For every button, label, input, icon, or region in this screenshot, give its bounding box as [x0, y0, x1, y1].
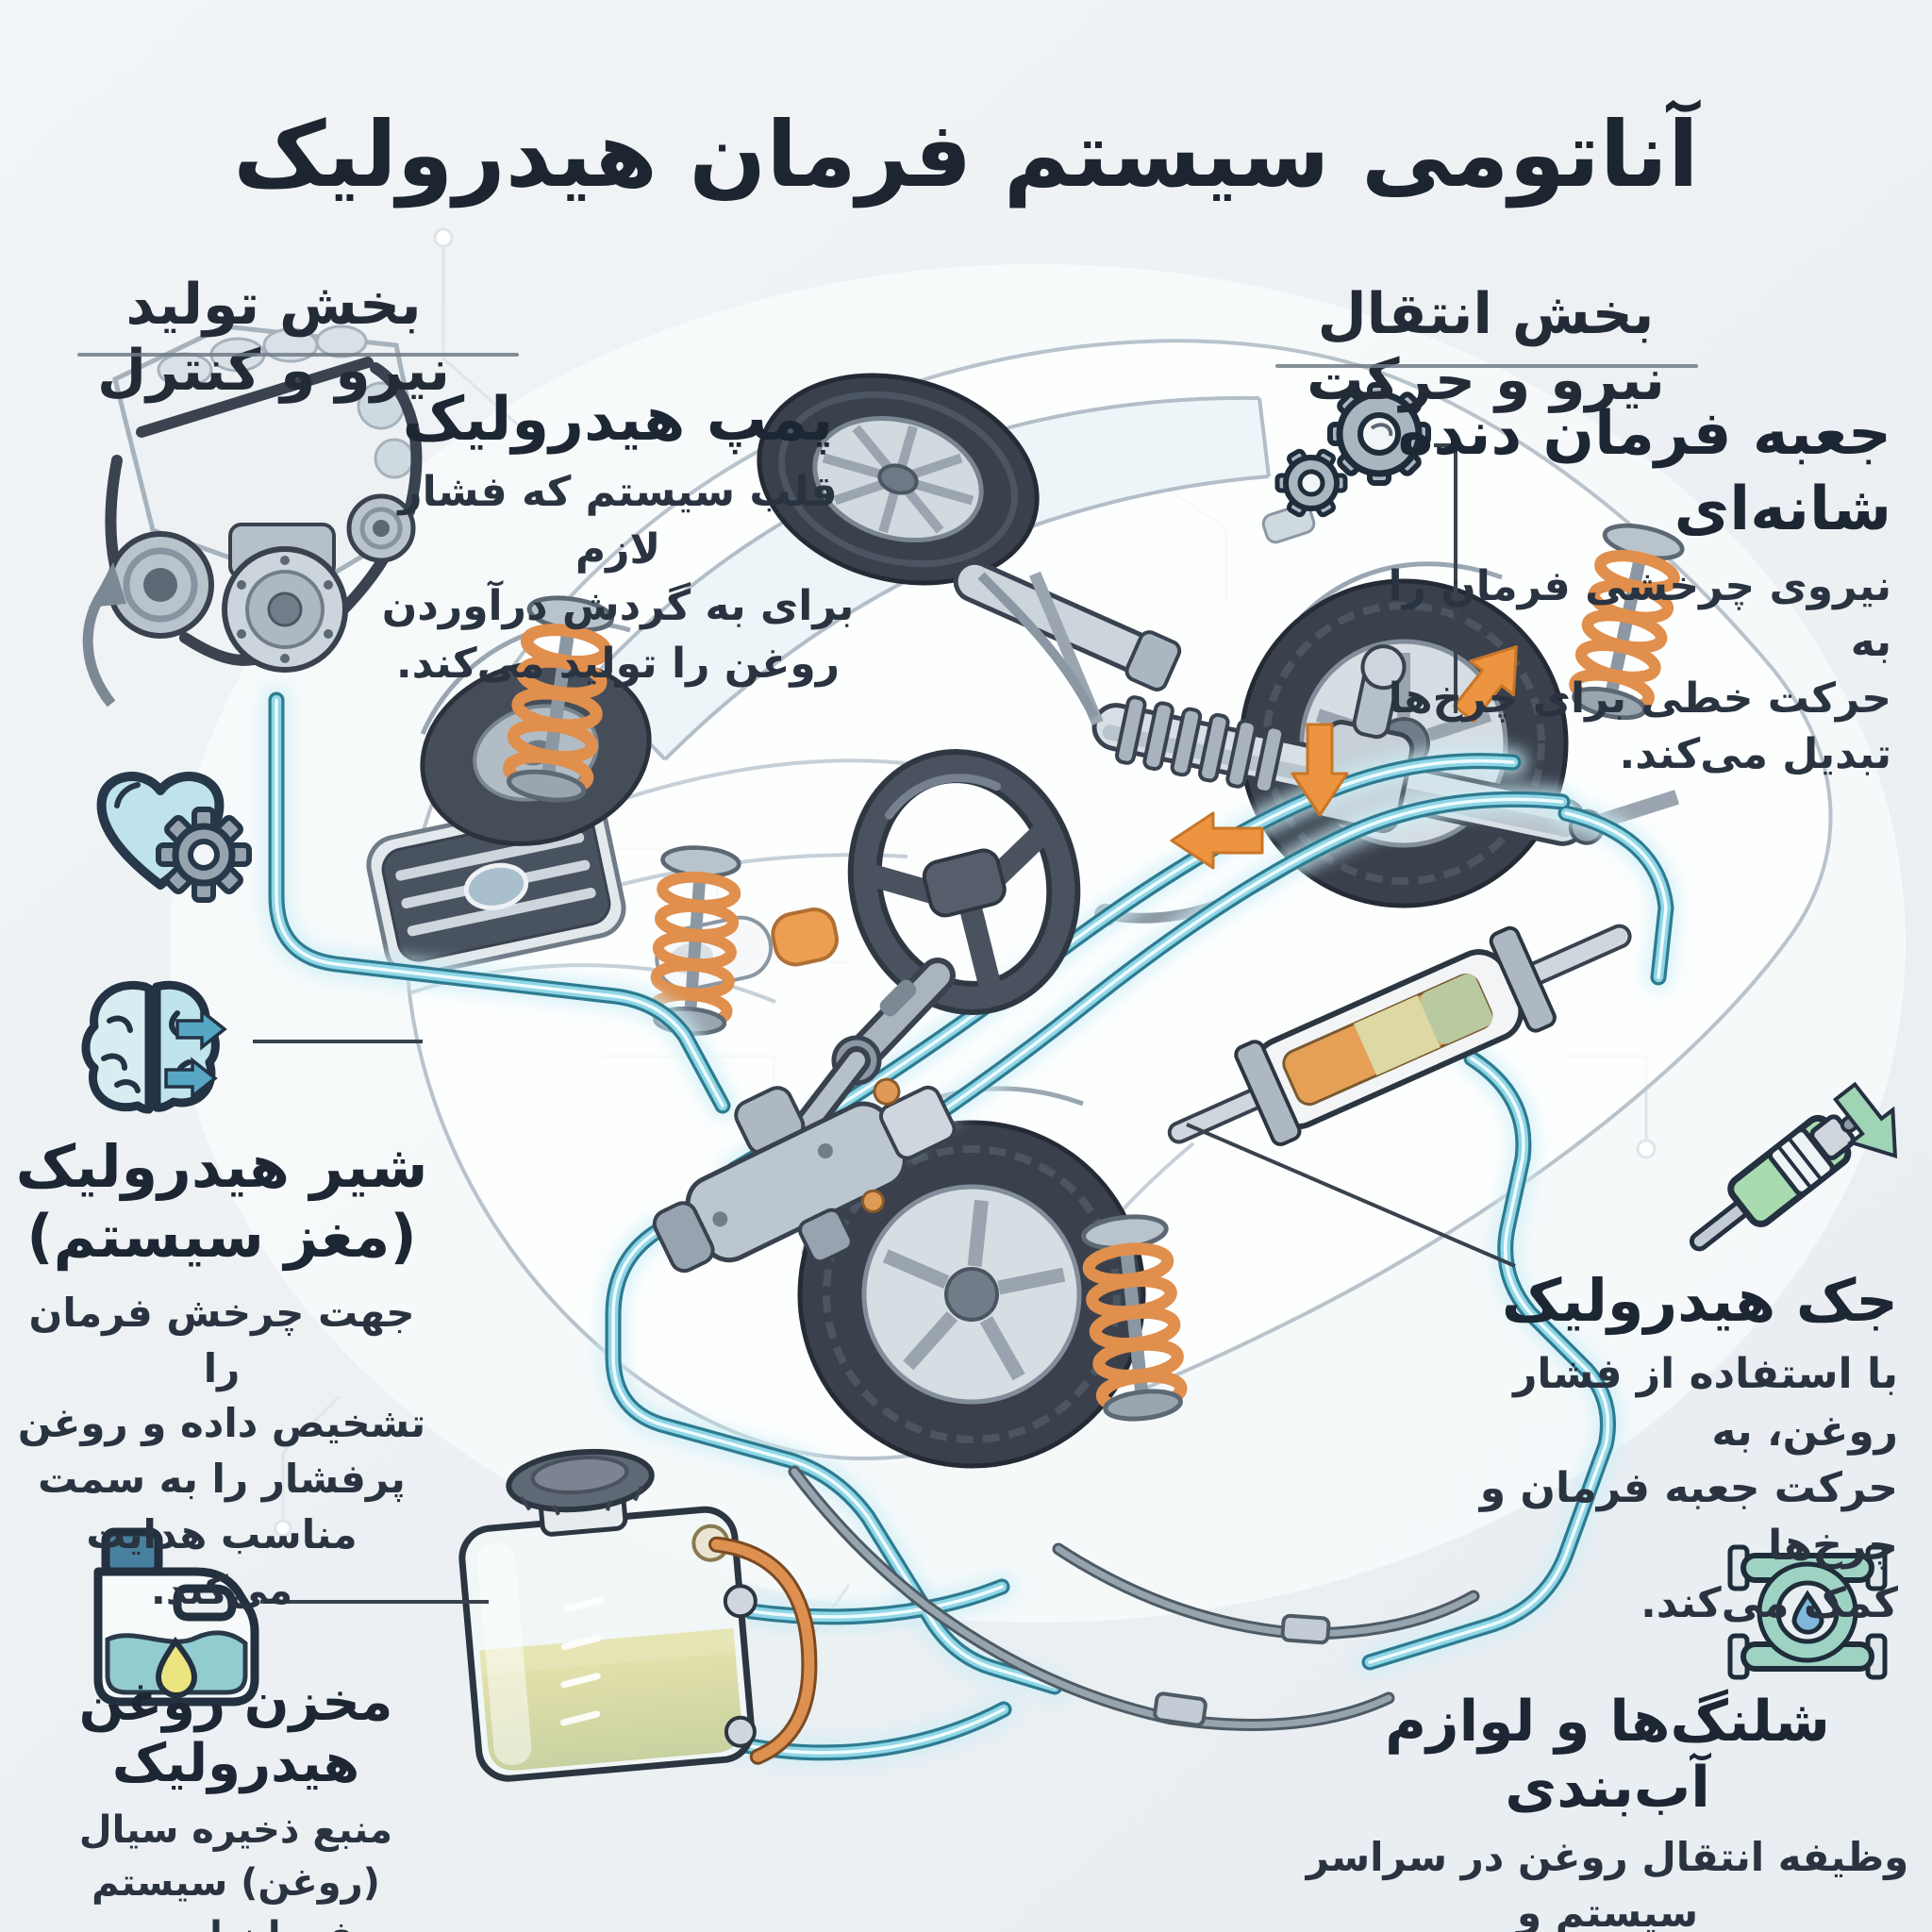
- reservoir-title: مخزن روغن هیدرولیک: [78, 1672, 393, 1794]
- water-drop-icon: [1791, 1590, 1824, 1635]
- brain-icon: [81, 980, 227, 1114]
- reservo: [458, 1448, 818, 1782]
- rack-description: نیروی چرخشی فرمان را به حرکت خطی برای چر…: [1388, 562, 1891, 779]
- rubber-hoses: [788, 1465, 1480, 1731]
- hydraulic-valve: [652, 1077, 957, 1274]
- hoses-description: وظیفه انتقال روغن در سراسر سیستم و جلوگی…: [1306, 1834, 1909, 1932]
- callout-valve: شیر هیدرولیک (مغز سیستم) جهت چرخش فرمان …: [14, 1132, 429, 1619]
- turn-signal: [771, 908, 839, 967]
- callout-hoses: شلنگ‌ها و لوازم آب‌بندی وظیفه انتقال روغ…: [1302, 1689, 1913, 1932]
- hose-fitting: [1153, 1691, 1208, 1727]
- hose-fitting: [1280, 1613, 1331, 1645]
- right-header-rule: [1275, 364, 1698, 368]
- heart-gear-icon: [96, 772, 252, 903]
- jack-description: با استفاده از فشار روغن، به حرکت جعبه فر…: [1479, 1350, 1898, 1627]
- jack-title: جک هیدرولیک: [1501, 1266, 1898, 1335]
- oil-canister-icon: [93, 1527, 259, 1707]
- gear-icon: [156, 807, 252, 903]
- flow-arrows: [1170, 645, 1518, 870]
- engine-pump-illustration: [82, 324, 423, 708]
- grille: [366, 795, 626, 977]
- hydraulic-cylinder-icon: [1689, 1081, 1898, 1252]
- page-title: آناتومی سیستم فرمان هیدرولیک: [233, 102, 1699, 208]
- insert-arrow: [1832, 1081, 1898, 1159]
- oil-drop-icon: [155, 1636, 198, 1698]
- hose-loop-icon: [1727, 1544, 1888, 1680]
- left-header-rule: [77, 353, 519, 357]
- wheel-front-right: [757, 373, 1040, 586]
- valve-subtitle: (مغز سیستم): [26, 1202, 417, 1272]
- callout-jack: جک هیدرولیک با استفاده از فشار روغن، به …: [1434, 1266, 1898, 1633]
- rack-title: جعبه فرمان دنده شانه‌ای: [1397, 399, 1891, 544]
- callout-pump: پمپ هیدرولیک قلب سیستم که فشار لازم برای…: [368, 385, 868, 693]
- gears-icon: [1274, 382, 1431, 518]
- reservoir-illustration: [458, 1448, 818, 1782]
- left-section-header: بخش تولید نیرو و کنترل: [97, 272, 450, 404]
- callout-rack: جعبه فرمان دنده شانه‌ای نیروی چرخشی فرما…: [1377, 396, 1891, 783]
- power-cylinder: [1167, 645, 1632, 1146]
- valve-description: جهت چرخش فرمان را تشخیص داده و روغن پرفش…: [17, 1289, 426, 1613]
- wheel-rear-left: [797, 1120, 1146, 1469]
- hoses-title: شلنگ‌ها و لوازم آب‌بندی: [1385, 1689, 1830, 1821]
- pump-description: قلب سیستم که فشار لازم برای به گردش درآو…: [381, 468, 855, 689]
- valve-title: شیر هیدرولیک: [15, 1132, 428, 1201]
- callout-reservoir: مخزن روغن هیدرولیک منبع ذخیره سیال (روغن…: [19, 1672, 453, 1932]
- reservoir-description: منبع ذخیره سیال (روغن) سیستم فرمان است.: [78, 1808, 393, 1932]
- right-section-header: بخش انتقال نیرو و حرکت: [1307, 281, 1665, 413]
- pump-title: پمپ هیدرولیک: [402, 385, 834, 455]
- leader-lines: [253, 443, 1516, 1604]
- steering-wheel: [847, 749, 1081, 1015]
